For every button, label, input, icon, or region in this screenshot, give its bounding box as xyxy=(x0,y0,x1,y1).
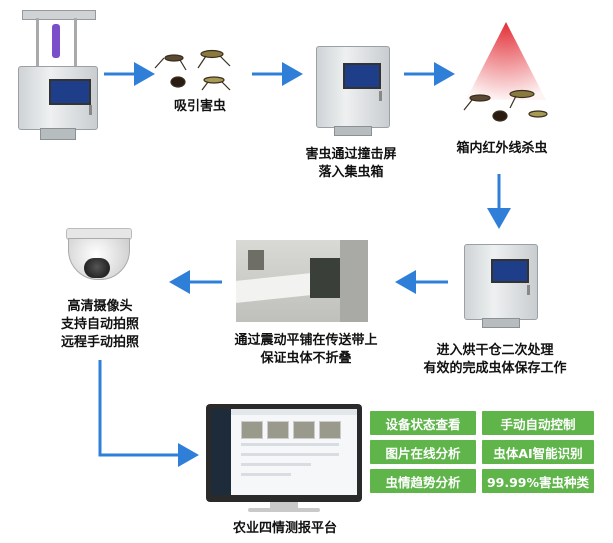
step-screen-label-2: 落入集虫箱 xyxy=(318,165,384,180)
step-dry-label-1: 进入烘干仓二次处理 xyxy=(436,343,554,358)
insects-illustration xyxy=(154,49,231,91)
dryer-cabinet xyxy=(464,244,538,320)
step-attract-label: 吸引害虫 xyxy=(173,99,226,114)
conveyor-belt-photo xyxy=(236,240,368,322)
step-conveyor-label-2: 保证虫体不折叠 xyxy=(260,351,352,366)
dome-camera xyxy=(62,228,134,284)
feature-manual-auto-control: 手动自动控制 xyxy=(482,411,594,435)
step-screen-label-1: 害虫通过撞击屏 xyxy=(305,147,397,162)
step-dry-label-2: 有效的完成虫体保存工作 xyxy=(423,361,567,376)
insects-under-infrared xyxy=(463,89,548,122)
arrow-camera-to-platform xyxy=(98,360,199,467)
step-infrared-label: 箱内红外线杀虫 xyxy=(456,141,548,156)
monitor-stand xyxy=(270,502,298,510)
step-camera-label-2: 支持自动拍照 xyxy=(60,317,139,332)
feature-pest-species: 99.99%害虫种类 xyxy=(482,469,594,493)
feature-online-image-analysis: 图片在线分析 xyxy=(370,440,476,464)
feature-trend-analysis: 虫情趋势分析 xyxy=(370,469,476,493)
step-camera-label-3: 远程手动拍照 xyxy=(60,335,139,350)
collector-cabinet xyxy=(316,46,390,128)
uv-lamp xyxy=(52,24,60,58)
platform-monitor xyxy=(206,404,362,502)
infrared-laser-beam xyxy=(466,22,546,100)
feature-ai-recognition: 虫体AI智能识别 xyxy=(482,440,594,464)
step-conveyor-label-1: 通过震动平铺在传送带上 xyxy=(234,333,378,348)
feature-device-status: 设备状态查看 xyxy=(370,411,476,435)
step-camera-label-1: 高清摄像头 xyxy=(67,299,133,314)
insect-trap-device xyxy=(18,10,98,140)
platform-label: 农业四情测报平台 xyxy=(232,521,337,536)
